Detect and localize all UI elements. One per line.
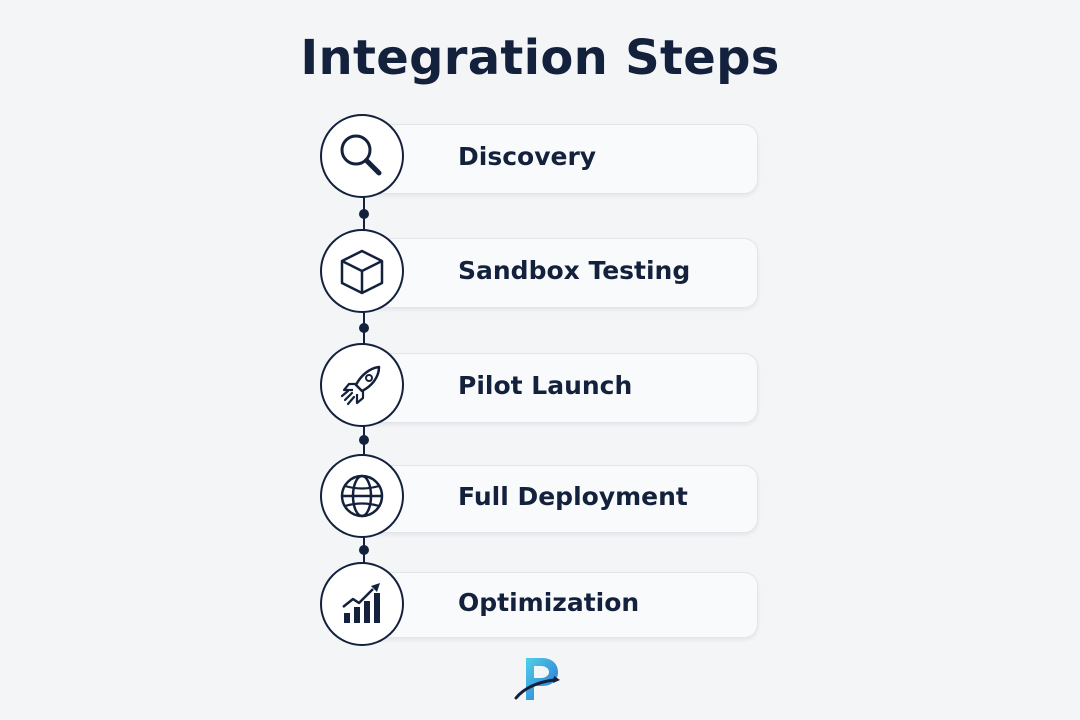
cube-icon (340, 249, 384, 295)
step-icon-circle (320, 114, 404, 198)
growth-chart-icon (342, 583, 380, 623)
brand-p-logo (514, 658, 560, 700)
step-icon-circle (320, 229, 404, 313)
rocket-icon (340, 365, 381, 406)
step-card-discovery (362, 124, 758, 194)
step-icon-circle (320, 343, 404, 427)
connector-dot (359, 545, 369, 555)
connector-line (363, 311, 365, 355)
connector-line (363, 425, 365, 468)
step-label-pilot-launch: Pilot Launch (458, 371, 633, 400)
step-label-discovery: Discovery (458, 142, 597, 171)
magnifier-icon (340, 134, 382, 176)
step-label-optimization: Optimization (458, 588, 640, 617)
page-title: Integration Steps (300, 30, 780, 86)
step-card-pilot-launch (362, 353, 758, 423)
step-icon-circle (320, 562, 404, 646)
connector-dot (359, 435, 369, 445)
step-label-full-deployment: Full Deployment (458, 482, 688, 511)
step-label-sandbox-testing: Sandbox Testing (458, 256, 691, 285)
globe-icon (340, 474, 384, 518)
step-card-optimization (362, 572, 758, 638)
connector-dot (359, 209, 369, 219)
connector-dot (359, 323, 369, 333)
connector-line (363, 536, 365, 580)
step-icon-circle (320, 454, 404, 538)
